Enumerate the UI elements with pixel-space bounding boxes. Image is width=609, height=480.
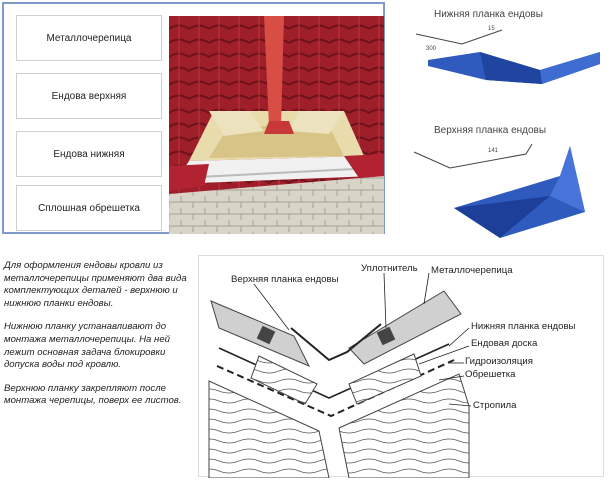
label-sealant: Уплотнитель [361,263,418,274]
label-metal-tile-section: Металлочерепица [431,265,513,276]
description-para-1: Для оформления ендовы кровли из металлоч… [4,260,187,309]
label-waterproofing: Гидроизоляция [465,356,533,367]
lower-plank-title: Нижняя планка ендовы [434,9,543,20]
description-text: Для оформления ендовы кровли из металлоч… [4,260,196,419]
label-batten: Обрешетка [465,369,516,380]
description-para-3: Верхнюю планку закрепляют после монтажа … [4,382,182,407]
roof-photo-panel: Металлочерепица Ендова верхняя Ендова ни… [2,2,385,234]
upper-plank-dim-a: 141 [488,148,499,154]
label-valley-board: Ендовая доска [471,338,538,349]
valley-cross-section: Верхняя планка ендовы Уплотнитель Металл… [198,255,604,478]
label-metal-tile: Металлочерепица [16,15,162,61]
label-lower-plank: Нижняя планка ендовы [471,321,576,332]
label-solid-sheathing: Сплошная обрешетка [16,185,162,231]
label-valley-upper: Ендова верхняя [16,73,162,119]
label-upper-plank: Верхняя планка ендовы [231,274,339,285]
lower-plank-dim-a: 300 [426,46,437,52]
lower-plank-drawing: 300 15 [415,26,600,84]
roof-valley-illustration [169,16,384,234]
upper-plank-title: Верхняя планка ендовы [434,125,547,136]
description-para-2: Нижнюю планку устанавливают до монтажа м… [4,321,170,371]
label-rafters: Стропила [473,400,517,411]
lower-plank-dim-b: 15 [488,26,495,32]
label-valley-lower: Ендова нижняя [16,131,162,177]
upper-plank-drawing: 141 [413,143,585,238]
